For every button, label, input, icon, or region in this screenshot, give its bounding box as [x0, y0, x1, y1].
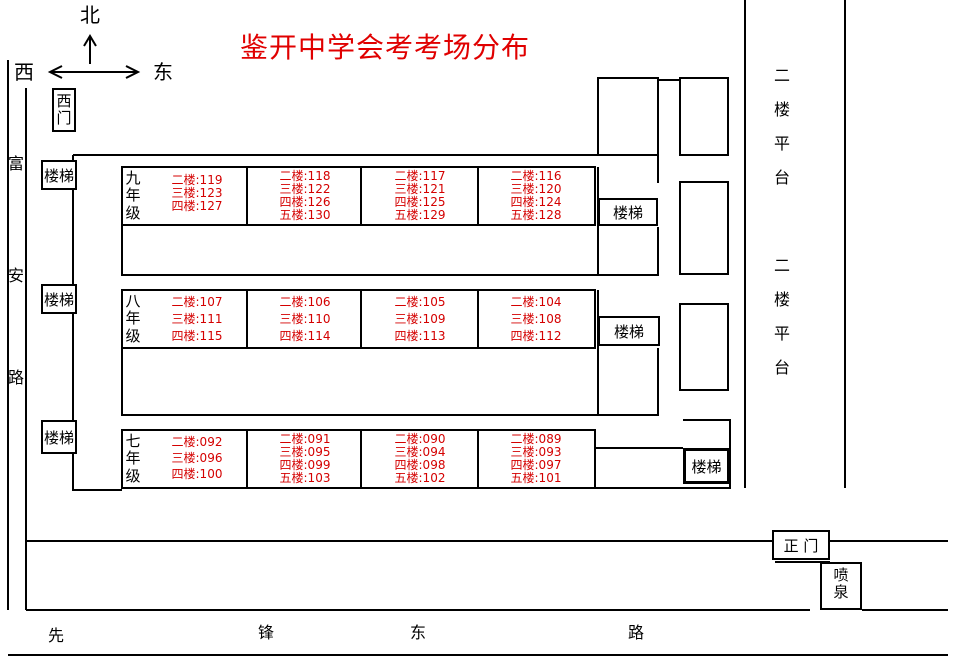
compass-west: 西: [14, 60, 34, 84]
compass-north: 北: [80, 3, 100, 27]
east-building: [679, 181, 729, 275]
compass-arrows: [47, 34, 141, 79]
compass-east: 东: [153, 60, 173, 84]
exam-room-group: 二楼:091 三楼:095 四楼:099 五楼:103: [279, 432, 331, 485]
grade-label-8: 八 年 级: [125, 292, 141, 345]
building-grade-9-wing: [121, 225, 659, 276]
exam-room-group: 二楼:107 三楼:111 四楼:115: [171, 295, 223, 343]
platform-label-lower: 二 楼 平 台: [773, 256, 790, 377]
stairs-west-1: 楼梯: [41, 160, 77, 190]
west-road-label: 富: [7, 154, 24, 173]
map-title: 鉴开中学会考考场分布: [240, 31, 531, 64]
main-gate: 正 门: [772, 530, 830, 560]
stairs-east-3: 楼梯: [683, 448, 730, 484]
platform-label-upper: 二 楼 平 台: [773, 66, 790, 187]
south-road-label-3: 东: [410, 623, 427, 642]
east-building: [679, 303, 729, 391]
south-road-label-4: 路: [628, 623, 645, 642]
fountain: 喷 泉: [820, 562, 862, 610]
exam-room-group: 二楼:116 三楼:120 四楼:124 五楼:128: [510, 169, 562, 222]
exam-room-group: 二楼:104 三楼:108 四楼:112: [510, 295, 562, 343]
stairs-west-2: 楼梯: [41, 284, 77, 314]
stairs-east-2: 楼梯: [598, 316, 660, 346]
south-road-label-2: 锋: [258, 623, 275, 642]
stairs-west-3: 楼梯: [41, 420, 77, 454]
west-gate: 西 门: [52, 88, 76, 132]
east-building: [597, 77, 659, 156]
stairs-east-1: 楼梯: [598, 198, 658, 226]
south-road-label-1: 先: [48, 626, 65, 645]
building-grade-8-wing: [121, 348, 659, 416]
building-grade-8: [121, 289, 596, 349]
grade-label-9: 九 年 级: [125, 169, 141, 222]
exam-room-group: 二楼:119 三楼:123 四楼:127: [171, 173, 223, 213]
exam-room-group: 二楼:092 三楼:096 四楼:100: [171, 435, 223, 481]
exam-room-group: 二楼:089 三楼:093 四楼:097 五楼:101: [510, 432, 562, 485]
corridor-west: [72, 155, 122, 491]
exam-room-group: 二楼:090 三楼:094 四楼:098 五楼:102: [394, 432, 446, 485]
exam-room-group: 二楼:117 三楼:121 四楼:125 五楼:129: [394, 169, 446, 222]
grade-label-7: 七 年 级: [125, 432, 141, 485]
exam-room-group: 二楼:105 三楼:109 四楼:113: [394, 295, 446, 343]
exam-room-group: 二楼:118 三楼:122 四楼:126 五楼:130: [279, 169, 331, 222]
building-grade-7: [121, 429, 596, 489]
exam-room-group: 二楼:106 三楼:110 四楼:114: [279, 295, 331, 343]
east-building: [679, 77, 729, 156]
building-grade-9: [121, 166, 596, 226]
